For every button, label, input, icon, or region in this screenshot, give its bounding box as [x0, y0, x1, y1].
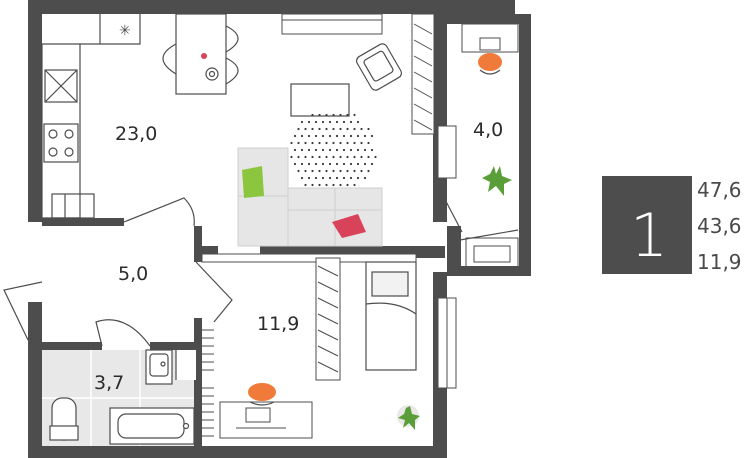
area-bathroom: 3,7: [94, 372, 124, 394]
tv-unit: [290, 83, 350, 117]
rug: [290, 113, 377, 194]
balcony-desk: [461, 23, 519, 269]
svg-text:✳: ✳: [119, 23, 131, 39]
bedroom-desk: [219, 401, 313, 439]
area-bedroom: 11,9: [257, 313, 299, 335]
dining-table: [162, 13, 239, 95]
doors: [3, 189, 519, 347]
bedroom-chair: [248, 383, 276, 401]
rooms-count-badge: [602, 176, 692, 274]
bathroom-fixtures: [49, 349, 196, 445]
rooms-count: 1: [630, 201, 668, 271]
balcony-chair: [478, 53, 502, 71]
total-area: 47,6: [697, 178, 742, 202]
bedroom-plant-icon: [398, 406, 420, 430]
sofa: [237, 147, 383, 247]
pillow-red: [332, 214, 366, 238]
bed: [365, 261, 417, 371]
radiators: [198, 329, 214, 437]
shelf: [51, 193, 95, 219]
area-living-kitchen: 23,0: [115, 123, 157, 145]
area-hallway: 5,0: [118, 263, 148, 285]
living-area: 43,6: [697, 214, 742, 238]
wardrobe-living: [411, 13, 435, 135]
balcony-plant-icon: [482, 166, 512, 196]
windows: [281, 13, 457, 389]
wardrobe-bedroom: [201, 253, 417, 381]
pillow-green: [242, 166, 264, 198]
room-area: 11,9: [697, 250, 742, 274]
kitchen-counter: ✳: [41, 14, 141, 219]
area-balcony: 4,0: [473, 119, 503, 141]
armchair: [356, 43, 402, 91]
